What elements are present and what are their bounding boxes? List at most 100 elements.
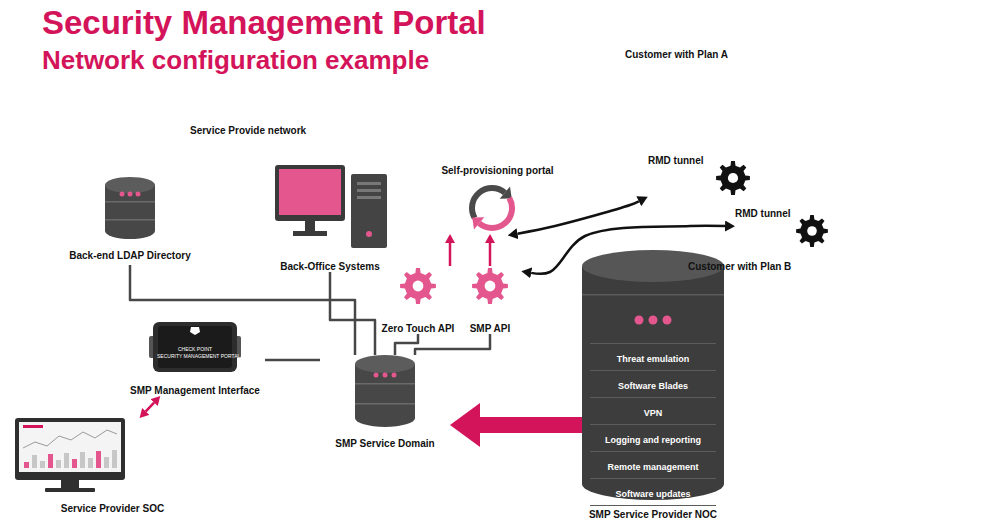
database-icon: Back-end LDAP Directory [60,175,200,265]
database-icon [355,383,415,385]
database-icon [105,201,155,203]
monitor-icon [96,451,101,468]
gear-icon [408,276,428,296]
title: Security Management Portal [42,4,486,42]
customer-region [795,328,851,333]
node-label: Service Provide network [190,125,306,137]
customer-region [803,300,843,328]
arrow-connector [489,243,492,266]
appliance-icon [153,322,237,372]
appliance-text: CHECK POINT [178,347,212,353]
text-holder: CHECK POINT [157,337,233,355]
customer-region [818,258,858,286]
computer-icon [275,165,345,221]
node-label: Zero Touch API [382,323,455,335]
text-holder: Threat emulation [582,348,724,366]
database-icon [320,355,450,450]
tunnel-gear: RMD tunnel [735,203,830,251]
customer-region [896,324,899,346]
customer-region [858,290,898,318]
monitor-icon [23,425,43,428]
server-stack [663,316,672,325]
customer-region [931,310,955,324]
text-holder: Service Provide network [190,120,360,138]
cycle-icon [500,187,512,199]
text-holder: Self-provisioning portal [430,160,565,178]
server-stack [635,316,644,325]
customer-region [837,68,877,96]
tunnel-gear [716,161,750,195]
customer-region [717,154,773,159]
database-icon [355,403,415,405]
database-icon [374,373,379,378]
text-holder: Logging and reporting [582,429,724,447]
monitor-icon [112,450,117,468]
customer-region [909,350,913,354]
monitor-icon [45,488,95,492]
cycle-icon [479,198,512,228]
customer-region [915,324,918,346]
customer-region [823,136,826,158]
customer-region [862,136,865,158]
customer-region [873,346,921,358]
node-label: SMP API [470,323,511,335]
monitor-icon [23,430,117,448]
computer-icon [366,231,372,237]
gear-icon [480,276,500,296]
cycle-icon: Self-provisioning portal [430,160,565,234]
monitor-icon [104,457,109,468]
network-region: Back-end LDAP Directory Back-Office Syste… [10,135,522,435]
gear-icon [472,268,508,304]
tunnel-gear [807,226,817,236]
monitor-icon [15,418,125,480]
node-label: Customer with Plan A [625,49,728,61]
customer-region [930,334,956,338]
monitor-icon [72,459,77,468]
server-stack [649,316,658,325]
text-holder: SMP Service Provider NOC [582,504,724,522]
gear-icon [413,281,424,292]
text-holder: Software Blades [582,375,724,393]
gear-icon: SMP API [466,266,514,334]
text-holder: SMP API [466,318,514,336]
database-icon [383,373,388,378]
server-stack [590,478,716,479]
customer-region [769,146,825,151]
customer-region [782,100,838,105]
computer-icon [265,160,395,272]
text-holder: Software updates [582,483,724,501]
text-holder: Zero Touch API [380,318,456,336]
computer-icon: Back-Office Systems [265,160,395,272]
customer-region [790,72,830,100]
cycle-icon [472,217,484,229]
server-stack [582,266,724,500]
customer-region [856,162,860,166]
customer-region [862,144,888,148]
customer-region [855,130,895,152]
arrow-connector [449,243,452,266]
network-region [10,135,522,435]
database-icon [105,177,155,193]
network-region [10,135,522,435]
customer-region [725,126,765,154]
text-holder: Network configuration example [42,46,542,76]
wire [330,272,375,355]
customer-region [923,320,963,342]
customer-region [810,286,866,291]
monitor-icon [40,461,45,468]
server-stack [590,370,716,371]
computer-icon [351,174,387,248]
arrow-connector [146,403,154,412]
customer-region [871,241,905,263]
database-icon: SMP Service Domain [320,355,450,450]
text-holder: Remote management [582,456,724,474]
text-holder: RMD tunnel [735,203,805,221]
server-stack: Threat emulationSoftware BladesVPN Loggin… [582,250,724,520]
tunnel-gear [796,215,828,247]
customer-region [829,96,885,101]
service-row: VPN [644,408,663,418]
database-icon [120,192,125,197]
monitor-icon [88,458,93,468]
monitor-icon [32,455,37,468]
